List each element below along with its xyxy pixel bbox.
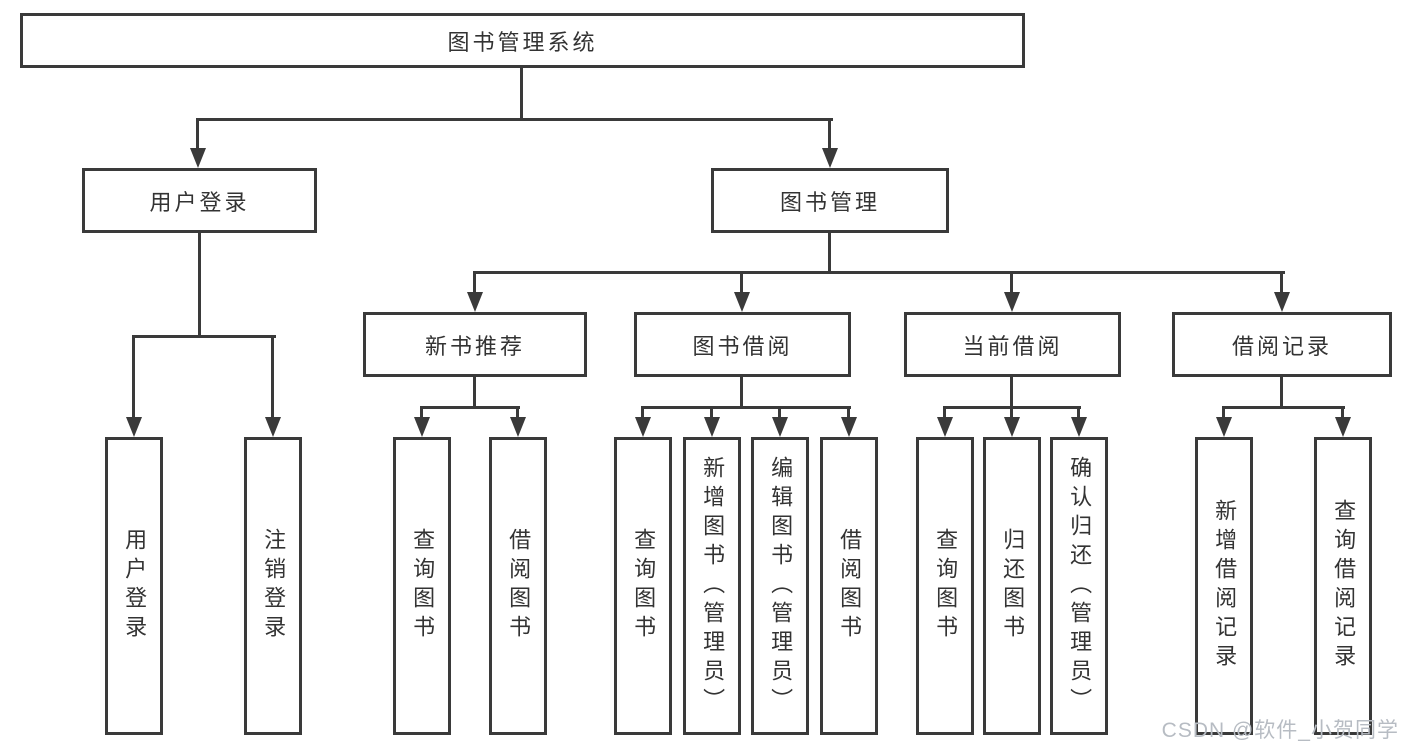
leaf-borrowing-borrow-books-label: 借阅图书 <box>837 528 863 644</box>
leaf-borrowing-query-books: 查询图书 <box>614 437 672 735</box>
connector-vline <box>828 118 831 152</box>
leaf-records-add-record-label: 新增借阅记录 <box>1212 499 1238 673</box>
leaf-logout-label: 注销登录 <box>261 528 287 644</box>
leaf-borrowing-edit-books-label: 编辑图书（管理员） <box>768 455 794 717</box>
leaf-borrowing-add-books: 新增图书（管理员） <box>683 437 741 735</box>
node-user-login: 用户登录 <box>82 168 317 233</box>
leaf-borrowing-query-books-label: 查询图书 <box>631 528 657 644</box>
leaf-recommend-query-books: 查询图书 <box>393 437 451 735</box>
connector-vline <box>473 377 476 409</box>
connector-vline <box>828 233 831 274</box>
connector-vline <box>420 406 423 420</box>
node-current-borrowing: 当前借阅 <box>904 312 1121 377</box>
node-user-login-label: 用户登录 <box>149 189 250 215</box>
connector-vline <box>473 271 476 295</box>
arrow-head <box>841 417 857 437</box>
connector-hline <box>132 335 276 338</box>
arrow-head <box>510 417 526 437</box>
leaf-user-login: 用户登录 <box>105 437 163 735</box>
connector-vline <box>847 406 850 420</box>
arrow-head <box>1004 292 1020 312</box>
connector-vline <box>1010 406 1013 420</box>
arrow-head <box>772 417 788 437</box>
connector-vline <box>1280 377 1283 409</box>
node-current-borrowing-label: 当前借阅 <box>962 333 1063 359</box>
leaf-user-login-label: 用户登录 <box>122 528 148 644</box>
connector-hline <box>1222 406 1345 409</box>
connector-vline <box>710 406 713 420</box>
connector-hline <box>473 271 1285 274</box>
arrow-head <box>1004 417 1020 437</box>
leaf-recommend-query-books-label: 查询图书 <box>410 528 436 644</box>
connector-vline <box>943 406 946 420</box>
arrow-head <box>190 148 206 168</box>
node-root: 图书管理系统 <box>20 13 1025 68</box>
leaf-current-query-books-label: 查询图书 <box>933 528 959 644</box>
connector-vline <box>740 271 743 295</box>
connector-vline <box>516 406 519 420</box>
connector-hline <box>196 118 833 121</box>
connector-hline <box>641 406 851 409</box>
arrow-head <box>937 417 953 437</box>
connector-vline <box>778 406 781 420</box>
leaf-recommend-borrow-books-label: 借阅图书 <box>506 528 532 644</box>
node-borrowing-records-label: 借阅记录 <box>1231 333 1332 359</box>
connector-vline <box>271 335 274 420</box>
leaf-current-return-books: 归还图书 <box>983 437 1041 735</box>
arrow-head <box>467 292 483 312</box>
leaf-current-query-books: 查询图书 <box>916 437 974 735</box>
leaf-current-confirm-return: 确认归还（管理员） <box>1050 437 1108 735</box>
node-book-management-label: 图书管理 <box>779 189 880 215</box>
connector-vline <box>1280 271 1283 295</box>
node-new-book-recommend: 新书推荐 <box>363 312 587 377</box>
arrow-head <box>1274 292 1290 312</box>
connector-vline <box>1077 406 1080 420</box>
connector-vline <box>1222 406 1225 420</box>
arrow-head <box>1071 417 1087 437</box>
arrow-head <box>734 292 750 312</box>
connector-vline <box>641 406 644 420</box>
arrow-head <box>635 417 651 437</box>
arrow-head <box>704 417 720 437</box>
arrow-head <box>414 417 430 437</box>
connector-vline <box>198 233 201 338</box>
leaf-borrowing-borrow-books: 借阅图书 <box>820 437 878 735</box>
leaf-records-query-record: 查询借阅记录 <box>1314 437 1372 735</box>
connector-vline <box>1010 271 1013 295</box>
leaf-borrowing-add-books-label: 新增图书（管理员） <box>700 455 726 717</box>
leaf-records-add-record: 新增借阅记录 <box>1195 437 1253 735</box>
arrow-head <box>1335 417 1351 437</box>
connector-vline <box>520 68 523 121</box>
node-book-borrowing: 图书借阅 <box>634 312 851 377</box>
csdn-watermark: CSDN @软件_小贺同学 <box>1161 719 1399 742</box>
leaf-current-confirm-return-label: 确认归还（管理员） <box>1067 455 1093 717</box>
connector-vline <box>196 118 199 152</box>
leaf-records-query-record-label: 查询借阅记录 <box>1331 499 1357 673</box>
leaf-logout: 注销登录 <box>244 437 302 735</box>
connector-vline <box>740 377 743 409</box>
connector-hline <box>420 406 520 409</box>
node-book-management: 图书管理 <box>711 168 949 233</box>
leaf-current-return-books-label: 归还图书 <box>1000 528 1026 644</box>
arrow-head <box>822 148 838 168</box>
arrow-head <box>126 417 142 437</box>
leaf-borrowing-edit-books: 编辑图书（管理员） <box>751 437 809 735</box>
node-book-borrowing-label: 图书借阅 <box>692 333 793 359</box>
node-borrowing-records: 借阅记录 <box>1172 312 1392 377</box>
connector-vline <box>132 335 135 420</box>
node-root-label: 图书管理系统 <box>447 29 598 55</box>
arrow-head <box>265 417 281 437</box>
arrow-head <box>1216 417 1232 437</box>
connector-vline <box>1010 377 1013 409</box>
leaf-recommend-borrow-books: 借阅图书 <box>489 437 547 735</box>
node-new-book-recommend-label: 新书推荐 <box>424 333 525 359</box>
connector-vline <box>1341 406 1344 420</box>
